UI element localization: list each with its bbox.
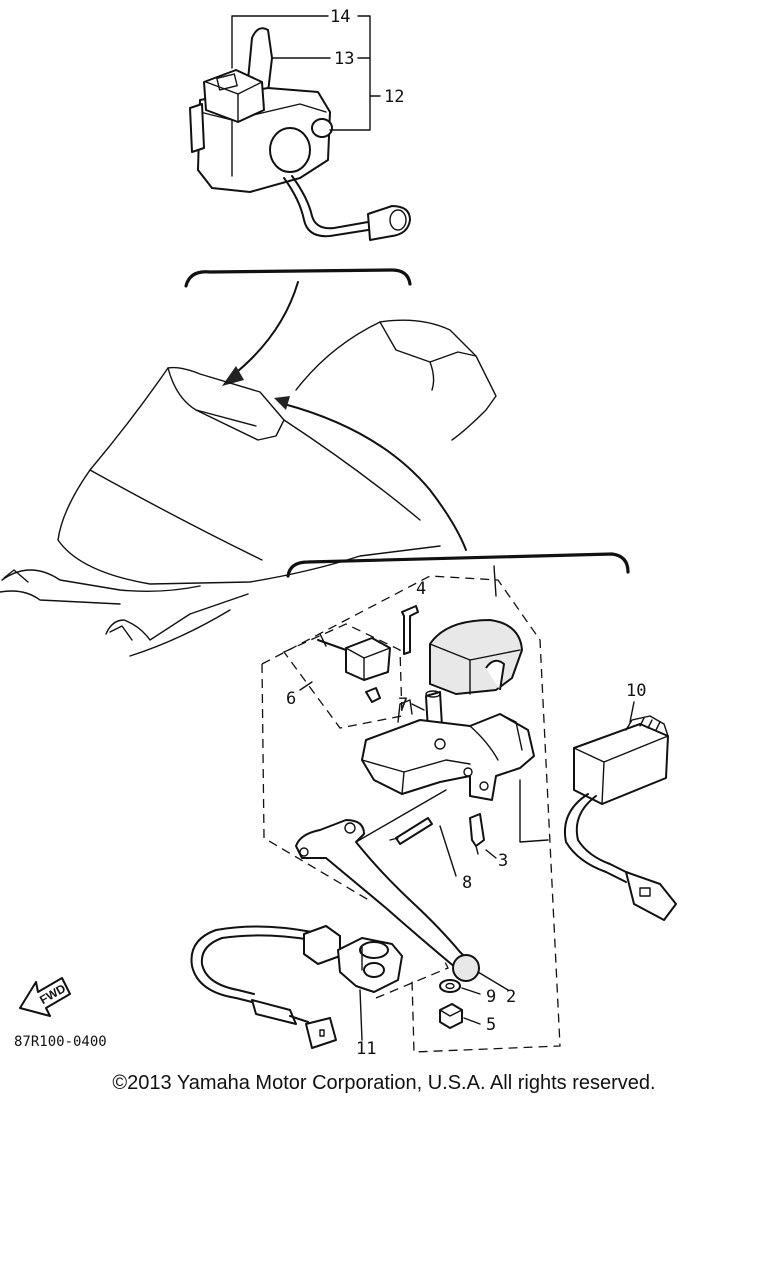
fwd-arrow-icon: FWD: [19, 977, 71, 1017]
callout-14: 14: [330, 7, 350, 27]
brake-lever-assembly: 4 6 7 3: [190, 552, 677, 1059]
callout-11: 11: [356, 1039, 376, 1059]
callout-4: 4: [416, 579, 426, 599]
callout-5: 5: [486, 1015, 496, 1035]
callout-2: 2: [506, 987, 516, 1007]
callout-12: 12: [384, 87, 404, 107]
callout-6: 6: [286, 689, 296, 709]
diagram-code: 87R100-0400: [14, 1034, 107, 1050]
callout-9: 9: [486, 987, 496, 1007]
parts-diagram: 14 13 12: [0, 7, 677, 1059]
callout-8: 8: [462, 873, 472, 893]
snowmobile-outline: [0, 319, 497, 657]
callout-3: 3: [498, 851, 508, 871]
callout-10: 10: [626, 681, 646, 701]
callout-7: 7: [398, 695, 408, 715]
copyright-notice: ©2013 Yamaha Motor Corporation, U.S.A. A…: [112, 1072, 656, 1094]
callout-13: 13: [334, 49, 354, 69]
switch-assembly-top: 14 13 12: [184, 7, 412, 386]
